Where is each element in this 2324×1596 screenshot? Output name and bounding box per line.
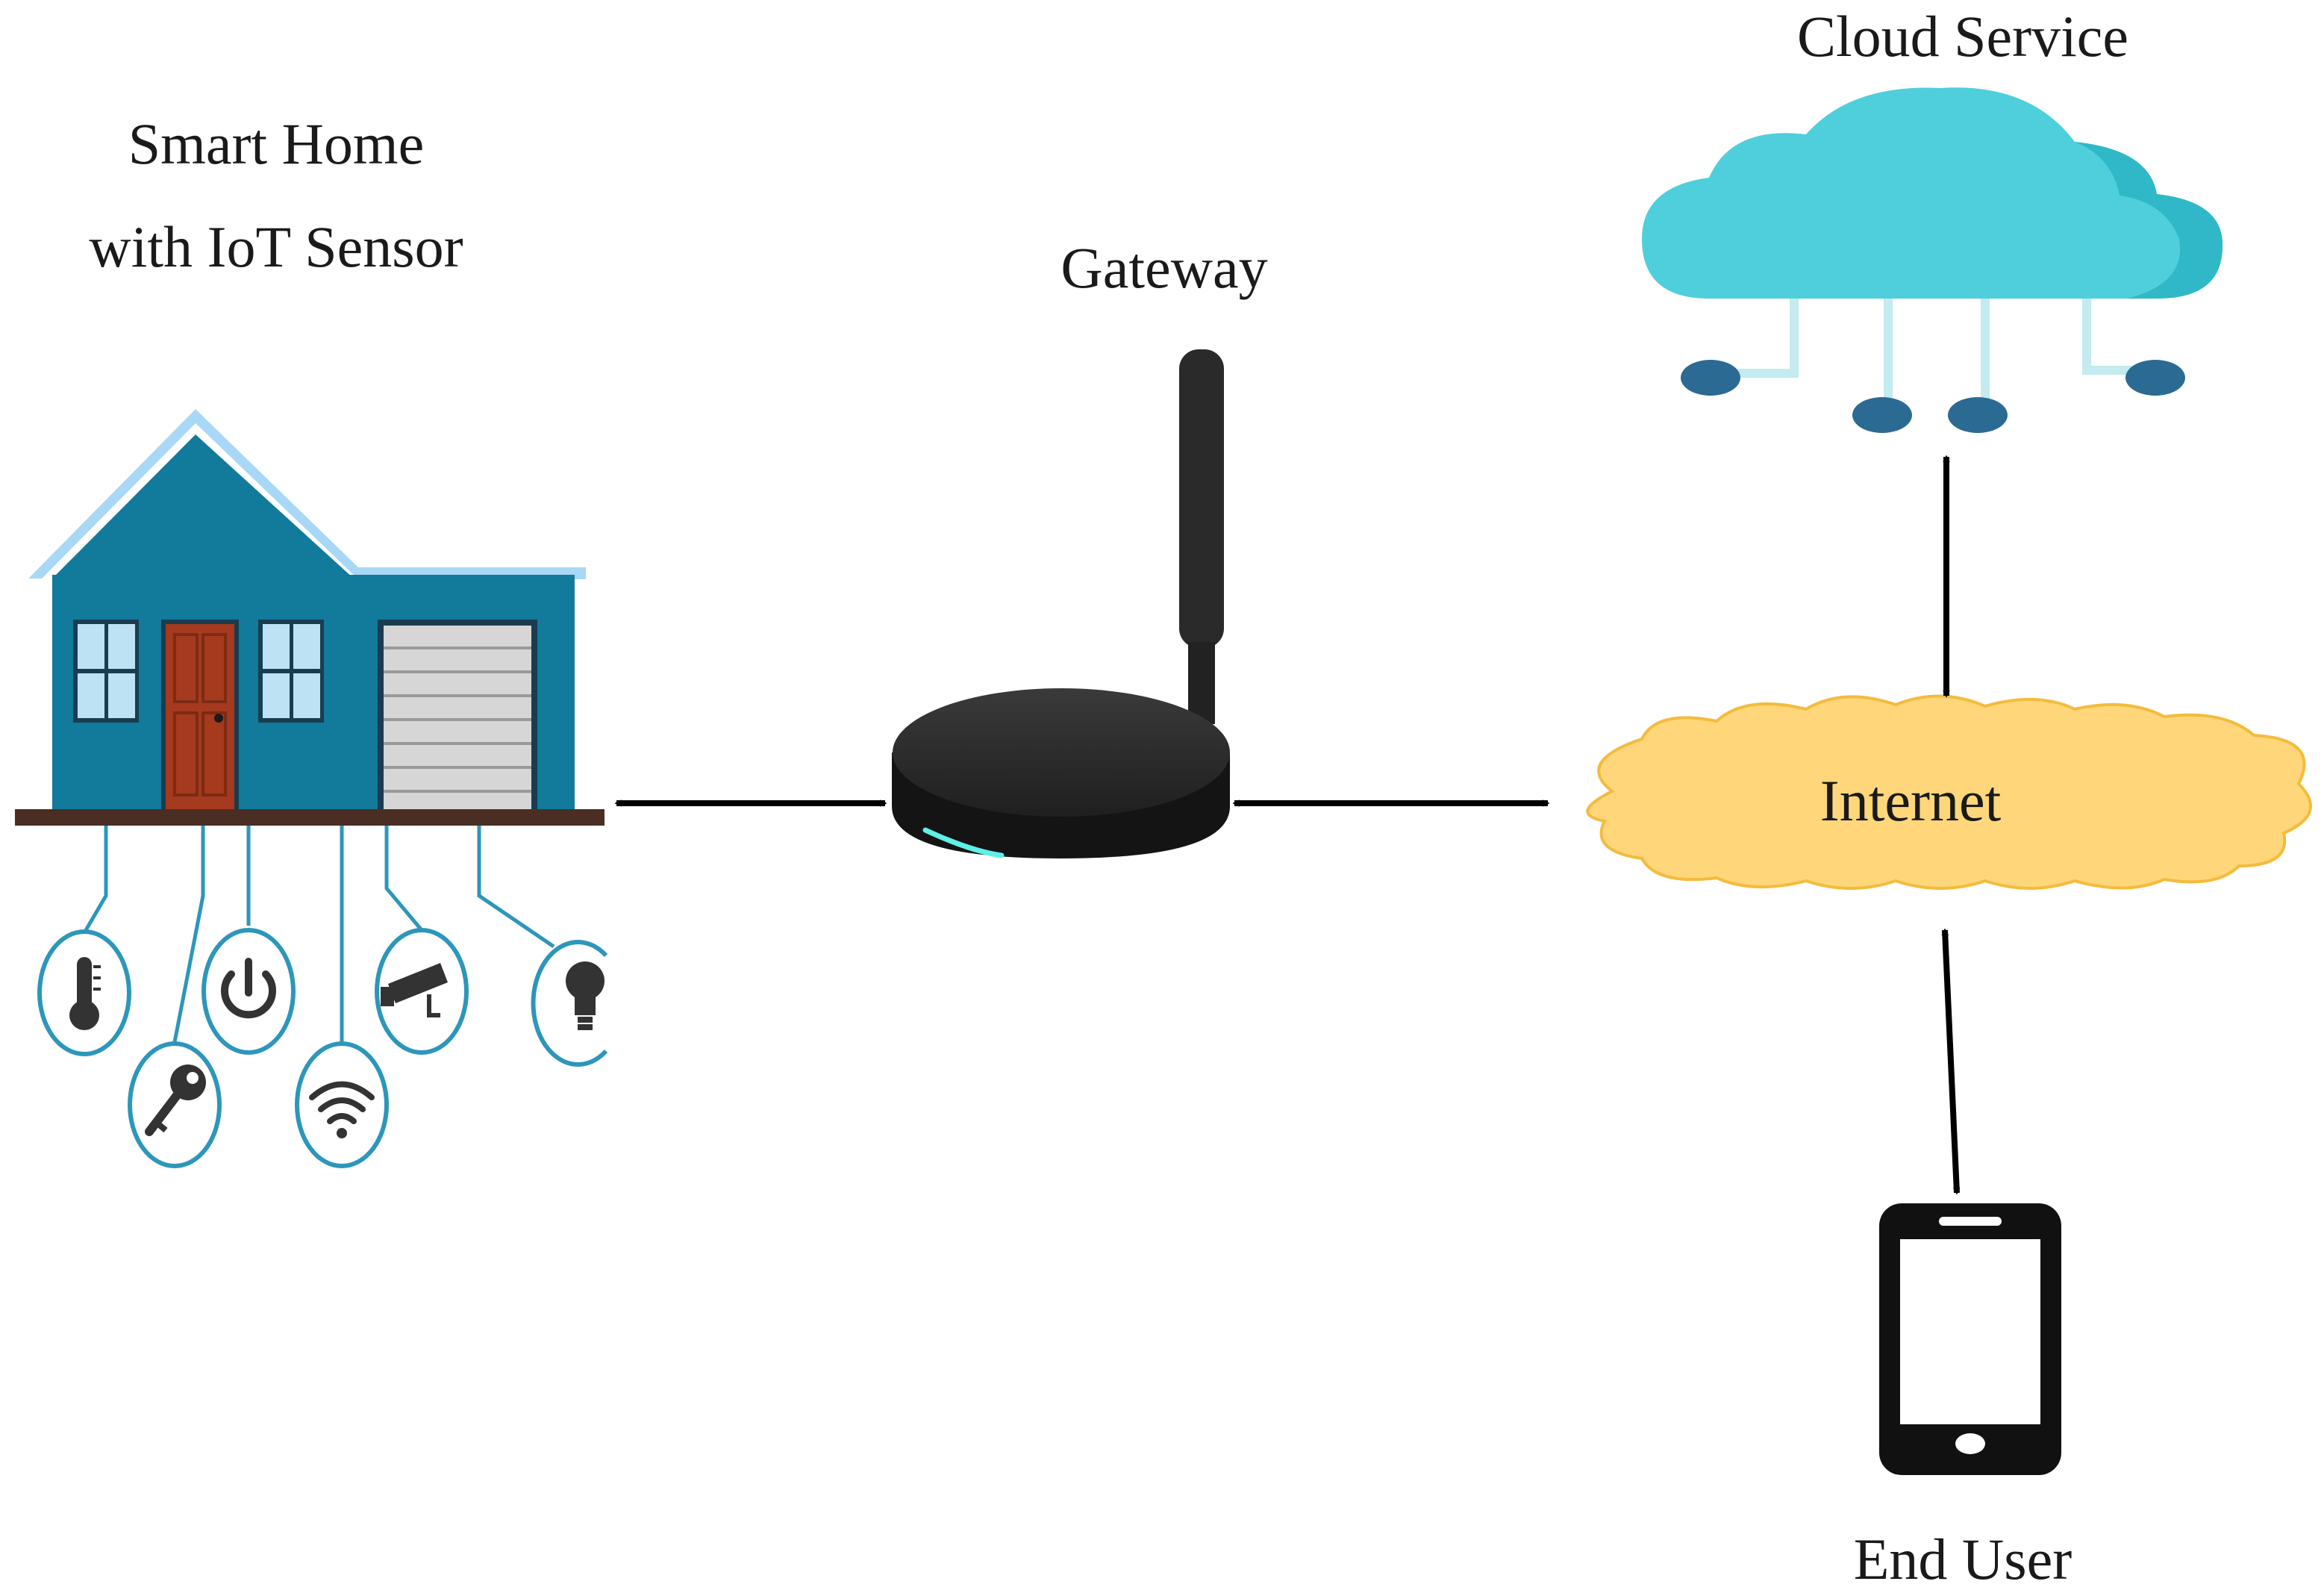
wifi-icon	[295, 1041, 389, 1168]
smart-home-label: Smart Home with IoT Sensor	[22, 112, 530, 279]
ground-line	[15, 809, 605, 826]
sensor-connectors	[84, 826, 555, 1043]
thermometer-icon	[37, 929, 131, 1056]
house-icon	[15, 409, 605, 826]
window-left	[73, 620, 139, 723]
window-right	[258, 620, 324, 723]
camera-icon	[375, 928, 469, 1055]
smart-home-label-line1: Smart Home	[128, 111, 425, 176]
gateway-label: Gateway	[1061, 235, 1268, 300]
power-icon	[202, 928, 296, 1055]
garage-door	[378, 620, 537, 812]
end-user-label: End User	[1853, 1527, 2072, 1592]
smartphone-icon	[1879, 1203, 2061, 1475]
key-icon	[128, 1041, 222, 1168]
cloud-network-icon	[1642, 87, 2223, 433]
internet-label: Internet	[1819, 768, 2002, 833]
cloud-icon	[1586, 694, 2312, 890]
door	[161, 620, 239, 812]
router-icon	[892, 349, 1230, 858]
arrow-internet-enduser	[1945, 930, 1957, 1193]
cloud-service-label: Cloud Service	[1796, 4, 2129, 69]
smart-home-label-line2: with IoT Sensor	[89, 213, 463, 279]
lightbulb-icon	[531, 940, 608, 1067]
connection-arrows	[616, 457, 1957, 1193]
